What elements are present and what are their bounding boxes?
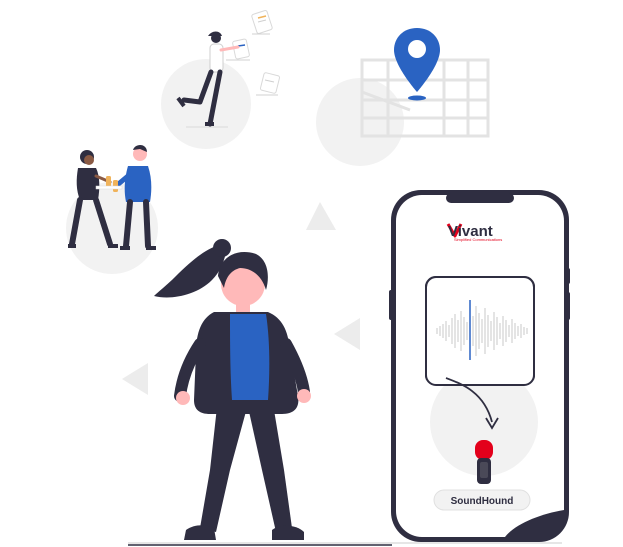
mic-bg-circle bbox=[430, 368, 538, 476]
document-icon bbox=[251, 10, 273, 35]
document-icon bbox=[226, 38, 250, 61]
bottle-icon bbox=[95, 176, 123, 192]
brand-tagline: Simplified Communications bbox=[454, 237, 502, 242]
figure-main-woman bbox=[154, 239, 311, 540]
bg-circle-map bbox=[316, 78, 404, 166]
brand-name: Vivant bbox=[448, 223, 493, 240]
soundhound-button[interactable]: SoundHound bbox=[433, 489, 531, 511]
soundhound-button-label: SoundHound bbox=[451, 496, 514, 507]
sound-wave-icon bbox=[436, 306, 528, 356]
arrow-icon bbox=[445, 377, 499, 430]
deco-triangle-3 bbox=[122, 363, 148, 395]
brand-logo: Vivant Simplified Communications bbox=[446, 223, 502, 242]
microphone-icon[interactable] bbox=[475, 440, 493, 484]
document-icon bbox=[256, 72, 281, 96]
figure-man-toasting bbox=[113, 144, 156, 250]
bg-circle-left bbox=[66, 182, 158, 274]
deco-triangle-2 bbox=[334, 318, 360, 350]
bg-circle-top bbox=[161, 59, 251, 149]
figure-pinning-notes bbox=[176, 31, 240, 128]
deco-triangle-1 bbox=[306, 202, 336, 230]
location-pin-icon bbox=[394, 28, 440, 101]
